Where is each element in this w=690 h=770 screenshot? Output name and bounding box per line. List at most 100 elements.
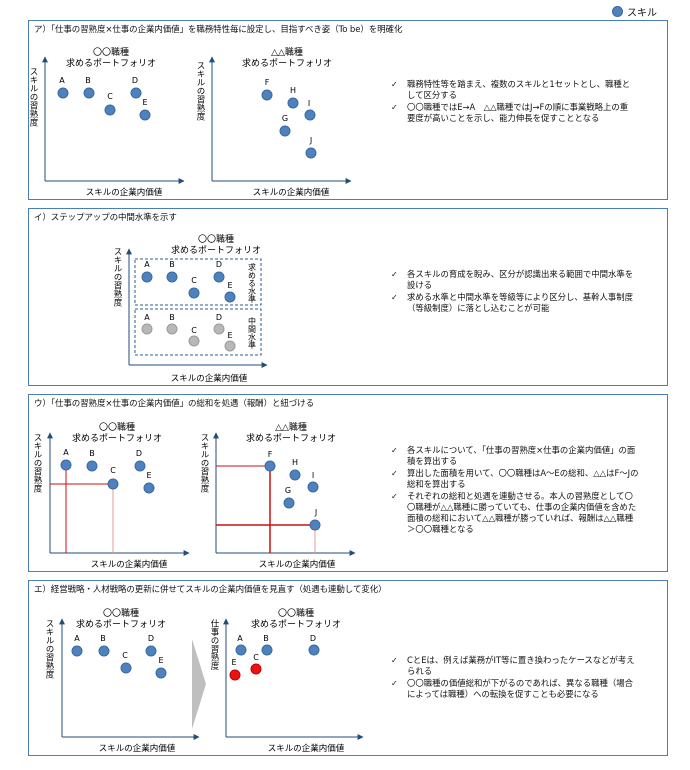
skill-point-c <box>104 104 116 116</box>
c-c1-y-label: スキルの習熟度 <box>32 433 42 493</box>
b-low-label-a: A <box>144 313 150 322</box>
a-c2-title2: 求めるポートフォリオ <box>242 57 332 69</box>
skill-point-e <box>155 667 167 679</box>
d-c2-y-label: 仕事の習熟度 <box>209 618 219 671</box>
b-up-label-a: A <box>144 260 150 269</box>
skill-point-b <box>261 644 273 656</box>
skill-point-i <box>307 481 319 493</box>
b-low-label-c: C <box>191 326 197 335</box>
a-c1-title2: 求めるポートフォリオ <box>66 57 156 69</box>
panel-c-bullet-1: 各スキルについて、「仕事の習熟度×仕事の企業内価値」の面積を算出する <box>391 445 641 467</box>
a-c2-label-g: G <box>282 114 288 123</box>
a-c1-label-e: E <box>142 98 147 107</box>
a-c1-x-label: スキルの企業内価値 <box>86 187 163 198</box>
a-c2-label-j: J <box>309 136 312 145</box>
c-c2-title2: 求めるポートフォリオ <box>246 432 336 444</box>
a-c2-title1: △△職種 <box>271 47 303 58</box>
a-c1-label-d: D <box>132 76 138 85</box>
c-c2-label-g: G <box>285 486 291 495</box>
panel-b: イ）ステップアップの中間水準を示す 〇〇職種 求めるポートフォリオ スキルの習熟… <box>28 208 668 386</box>
panel-d-bullet-2: 〇〇職種の価値総和が下がるのであれば、異なる職種（場合によっては職種）への転換を… <box>391 678 636 700</box>
panel-b-title: イ）ステップアップの中間水準を示す <box>34 213 177 223</box>
skill-point-e <box>139 109 151 121</box>
skill-point-b <box>98 645 110 657</box>
a-c2-label-h: H <box>290 86 296 95</box>
c-c1-title2: 求めるポートフォリオ <box>72 432 162 444</box>
skill-point-e-devalued <box>229 669 241 681</box>
d-c1-y-label: スキルの習熟度 <box>44 619 54 679</box>
c-c2-points: F H I G J <box>264 450 321 531</box>
d-c1-title2: 求めるポートフォリオ <box>76 618 166 630</box>
skill-point-h <box>287 97 299 109</box>
d-c1-label-e: E <box>158 656 163 665</box>
panel-c-bullets: 各スキルについて、「仕事の習熟度×仕事の企業内価値」の面積を算出する 算出した面… <box>391 445 641 536</box>
skill-point-b <box>86 460 98 472</box>
a-c1-title1: 〇〇職種 <box>93 47 129 58</box>
panel-a-bullet-1: 職務特性等を踏まえ、複数のスキルと1セットとし、職種として区分する <box>391 79 636 101</box>
skill-point-f <box>264 460 276 472</box>
b-low-label-b: B <box>169 313 175 322</box>
b-up-label-e: E <box>227 281 232 290</box>
d-c1-label-d: D <box>148 634 154 643</box>
panel-d: エ）経営戦略・人材戦略の更新に併せてスキルの企業内価値を見直す（処遇も連動して変… <box>28 580 668 756</box>
c-c1-points: A B C D E <box>60 448 155 494</box>
panel-d-title: エ）経営戦略・人材戦略の更新に併せてスキルの企業内価値を見直す（処遇も連動して変… <box>34 585 387 595</box>
skill-point-b <box>83 87 95 99</box>
b-up-label-b: B <box>169 260 175 269</box>
b-lower-box <box>134 308 262 356</box>
panel-b-bullet-1: 各スキルの育成を睨み、区分が認識出来る範囲で中間水準を設ける <box>391 269 636 291</box>
skill-point-d <box>145 645 157 657</box>
a-c2-label-i: I <box>308 99 310 108</box>
b-lower-points: A B C D E <box>141 313 236 352</box>
b-up-label-c: C <box>191 276 197 285</box>
b-up-label-d: D <box>216 260 222 269</box>
b-lower-box-label: 中間水準 <box>248 316 257 350</box>
panel-b-bullets: 各スキルの育成を睨み、区分が認識出来る範囲で中間水準を設ける 求める水準と中間水… <box>391 269 636 315</box>
d-c2-label-e: E <box>231 658 236 667</box>
d-c2-label-c: C <box>253 653 259 662</box>
panel-c-bullet-2: 算出した面積を用いて、〇〇職種はA～Eの総和、△△はF～Jの総和を算出する <box>391 468 641 490</box>
mid-point-b <box>166 323 178 335</box>
c-c2-label-i: I <box>312 471 314 480</box>
c-c2-label-j: J <box>314 508 317 517</box>
skill-point-g <box>283 497 295 509</box>
skill-point-d <box>130 87 142 99</box>
d-c2-label-d: D <box>310 634 316 643</box>
mid-point-e <box>224 340 236 352</box>
legend-skill-marker <box>612 5 623 17</box>
skill-point-f <box>261 89 273 101</box>
skill-point-c-devalued <box>250 663 262 675</box>
d-c2-title1: 〇〇職種 <box>278 608 314 619</box>
skill-point-a <box>71 645 83 657</box>
b-x-label: スキルの企業内価値 <box>171 373 248 384</box>
d-c2-label-a: A <box>237 634 243 643</box>
panel-a-bullet-2: 〇〇職種ではE→A △△職種ではJ→Fの順に事業戦略上の重要度が高いことを示し、… <box>391 102 636 124</box>
skill-point-c <box>120 662 132 674</box>
d-c2-x-label: スキルの企業内価値 <box>268 743 345 754</box>
panel-d-diagram: 〇〇職種 求めるポートフォリオ スキルの習熟度 スキルの企業内価値 A B C … <box>44 608 364 754</box>
c-c1-label-d: D <box>136 449 142 458</box>
d-c2-label-b: B <box>263 634 269 643</box>
a-c1-label-a: A <box>59 76 65 85</box>
d-c1-title1: 〇〇職種 <box>103 608 139 619</box>
panel-c: ウ）「仕事の習熟度×仕事の企業内価値」の総和を処遇（報酬）と紐づける 〇〇職種 … <box>28 394 668 572</box>
b-y-label: スキルの習熟度 <box>112 247 122 307</box>
panel-d-bullet-1: CとEは、例えば業務がIT等に置き換わったケースなどが考えられる <box>391 655 636 677</box>
a-c1-label-b: B <box>85 76 91 85</box>
c-c1-x-label: スキルの企業内価値 <box>91 559 168 570</box>
c-c1-title1: 〇〇職種 <box>99 422 135 433</box>
panel-a-diagram: 〇〇職種 求めるポートフォリオ スキルの習熟度 スキルの企業内価値 A B C … <box>29 47 352 198</box>
panel-a-bullets: 職務特性等を踏まえ、複数のスキルと1セットとし、職種として区分する 〇〇職種では… <box>391 79 636 125</box>
skill-point-c <box>107 478 119 490</box>
d-c1-label-c: C <box>122 651 128 660</box>
a-c2-points: F H I G J <box>261 78 317 159</box>
b-title1: 〇〇職種 <box>198 234 234 245</box>
skill-point-i <box>304 109 316 121</box>
skill-point-j <box>305 147 317 159</box>
a-c2-x-label: スキルの企業内価値 <box>253 187 330 198</box>
skill-point-e <box>224 291 236 303</box>
c-c1-label-c: C <box>110 466 116 475</box>
d-c1-label-a: A <box>74 634 80 643</box>
skill-point-c <box>188 287 200 299</box>
skill-point-a <box>141 271 153 283</box>
